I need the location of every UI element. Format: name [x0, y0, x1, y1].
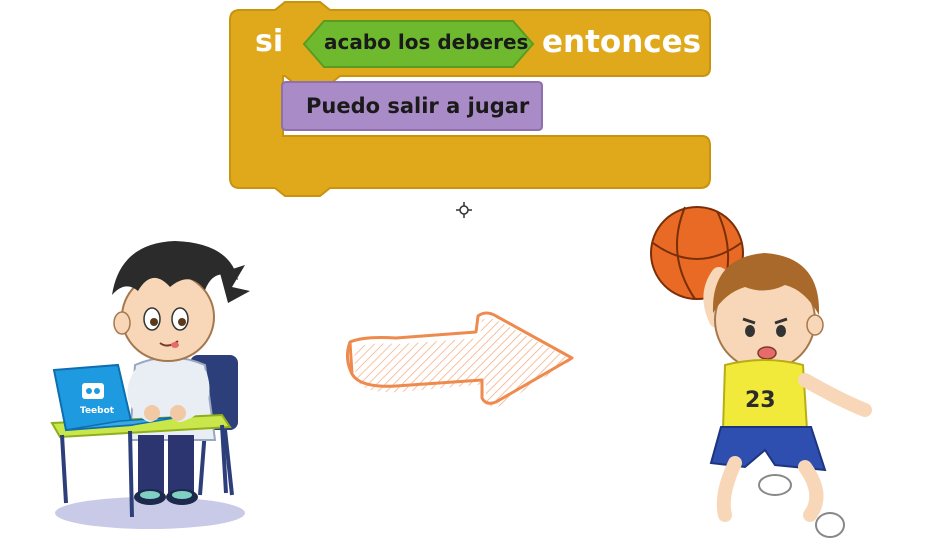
basketball-boy-drawing: 23 [650, 206, 872, 538]
condition-shape [302, 20, 535, 68]
right-arrow-icon [345, 311, 574, 408]
then-keyword: entonces [542, 24, 702, 60]
if-block[interactable]: si acabo los deberes entonces Puedo sali… [0, 0, 932, 200]
condition-block[interactable]: acabo los deberes [302, 19, 535, 69]
arrow-illustration [340, 310, 585, 415]
boy-computer-drawing: Teebot [50, 241, 250, 529]
boy-playing-basketball-illustration: 23 [625, 195, 890, 550]
crosshair-icon [456, 202, 472, 218]
action-block[interactable]: Puedo salir a jugar [280, 80, 545, 132]
if-keyword: si [255, 24, 284, 59]
action-shape [281, 81, 543, 131]
action-label: Puedo salir a jugar [306, 94, 530, 118]
computer-brand-label: Teebot [80, 406, 115, 416]
condition-label: acabo los deberes [324, 30, 529, 54]
boy-doing-homework-illustration: Teebot [40, 225, 270, 535]
jersey-number: 23 [745, 388, 776, 413]
